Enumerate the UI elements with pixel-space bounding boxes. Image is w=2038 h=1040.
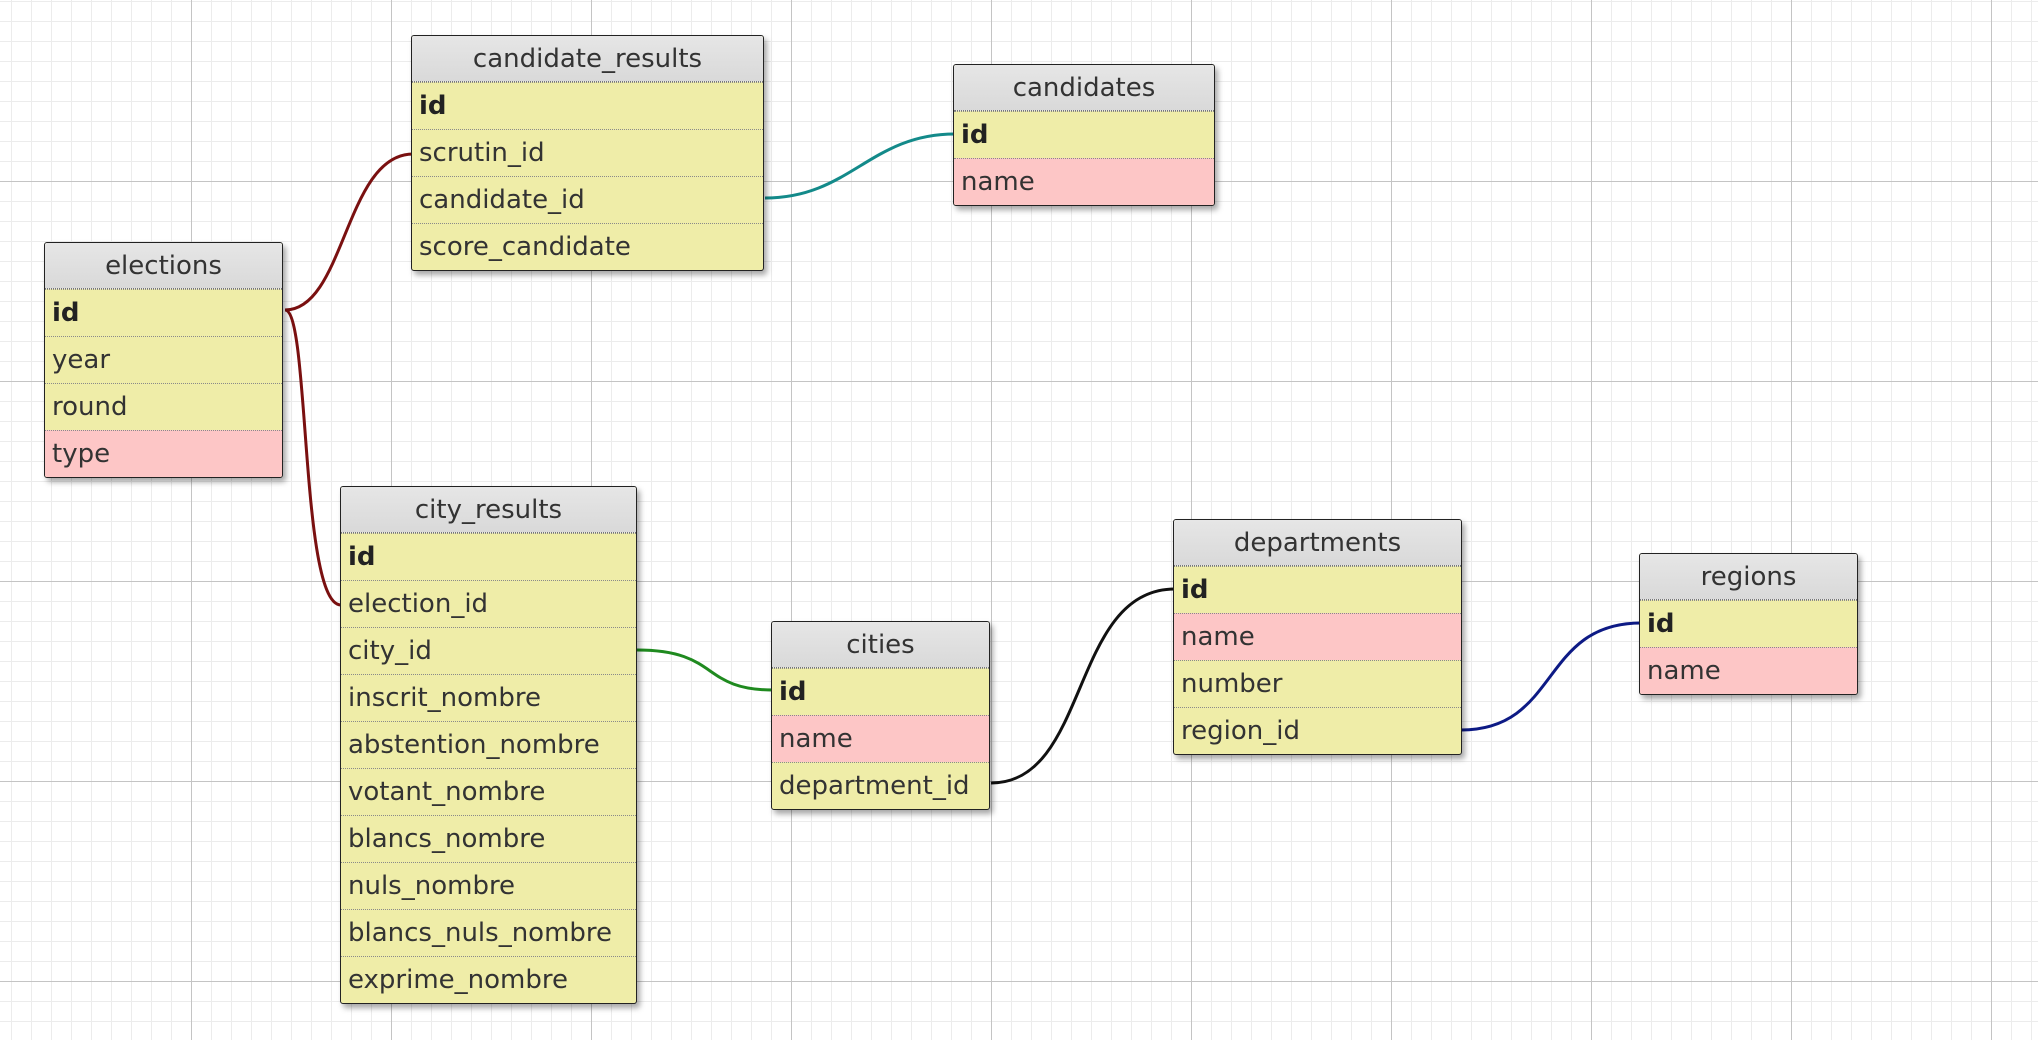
field-id[interactable]: id	[412, 82, 763, 129]
field-id[interactable]: id	[1640, 600, 1857, 647]
field-region-id[interactable]: region_id	[1174, 707, 1461, 754]
field-id[interactable]: id	[341, 533, 636, 580]
relation-city-results-cities	[636, 648, 774, 692]
field-type[interactable]: type	[45, 430, 282, 477]
field-candidate-id[interactable]: candidate_id	[412, 176, 763, 223]
table-title: candidates	[954, 65, 1214, 111]
table-cities[interactable]: cities id name department_id	[771, 621, 990, 810]
table-candidates[interactable]: candidates id name	[953, 64, 1215, 206]
field-city-id[interactable]: city_id	[341, 627, 636, 674]
field-inscrit-nombre[interactable]: inscrit_nombre	[341, 674, 636, 721]
field-exprime-nombre[interactable]: exprime_nombre	[341, 956, 636, 1003]
field-id[interactable]: id	[772, 668, 989, 715]
table-title: cities	[772, 622, 989, 668]
table-title: departments	[1174, 520, 1461, 566]
relation-cities-departments	[990, 587, 1176, 785]
table-title: city_results	[341, 487, 636, 533]
field-blancs-nuls-nombre[interactable]: blancs_nuls_nombre	[341, 909, 636, 956]
table-departments[interactable]: departments id name number region_id	[1173, 519, 1462, 755]
field-id[interactable]: id	[1174, 566, 1461, 613]
table-city-results[interactable]: city_results id election_id city_id insc…	[340, 486, 637, 1004]
field-nuls-nombre[interactable]: nuls_nombre	[341, 862, 636, 909]
field-department-id[interactable]: department_id	[772, 762, 989, 809]
field-votant-nombre[interactable]: votant_nombre	[341, 768, 636, 815]
field-election-id[interactable]: election_id	[341, 580, 636, 627]
relation-candidate-results-candidates	[764, 132, 956, 200]
field-year[interactable]: year	[45, 336, 282, 383]
field-score-candidate[interactable]: score_candidate	[412, 223, 763, 270]
table-title: candidate_results	[412, 36, 763, 82]
field-name[interactable]: name	[772, 715, 989, 762]
table-title: elections	[45, 243, 282, 289]
table-regions[interactable]: regions id name	[1639, 553, 1858, 695]
field-id[interactable]: id	[954, 111, 1214, 158]
relation-departments-regions	[1460, 621, 1642, 732]
table-elections[interactable]: elections id year round type	[44, 242, 283, 478]
field-abstention-nombre[interactable]: abstention_nombre	[341, 721, 636, 768]
field-name[interactable]: name	[1640, 647, 1857, 694]
field-name[interactable]: name	[1174, 613, 1461, 660]
relation-candidate-results-elections	[284, 152, 414, 312]
field-id[interactable]: id	[45, 289, 282, 336]
field-name[interactable]: name	[954, 158, 1214, 205]
table-title: regions	[1640, 554, 1857, 600]
field-blancs-nombre[interactable]: blancs_nombre	[341, 815, 636, 862]
field-scrutin-id[interactable]: scrutin_id	[412, 129, 763, 176]
field-round[interactable]: round	[45, 383, 282, 430]
table-candidate-results[interactable]: candidate_results id scrutin_id candidat…	[411, 35, 764, 271]
relation-city-results-elections	[284, 308, 342, 607]
field-number[interactable]: number	[1174, 660, 1461, 707]
